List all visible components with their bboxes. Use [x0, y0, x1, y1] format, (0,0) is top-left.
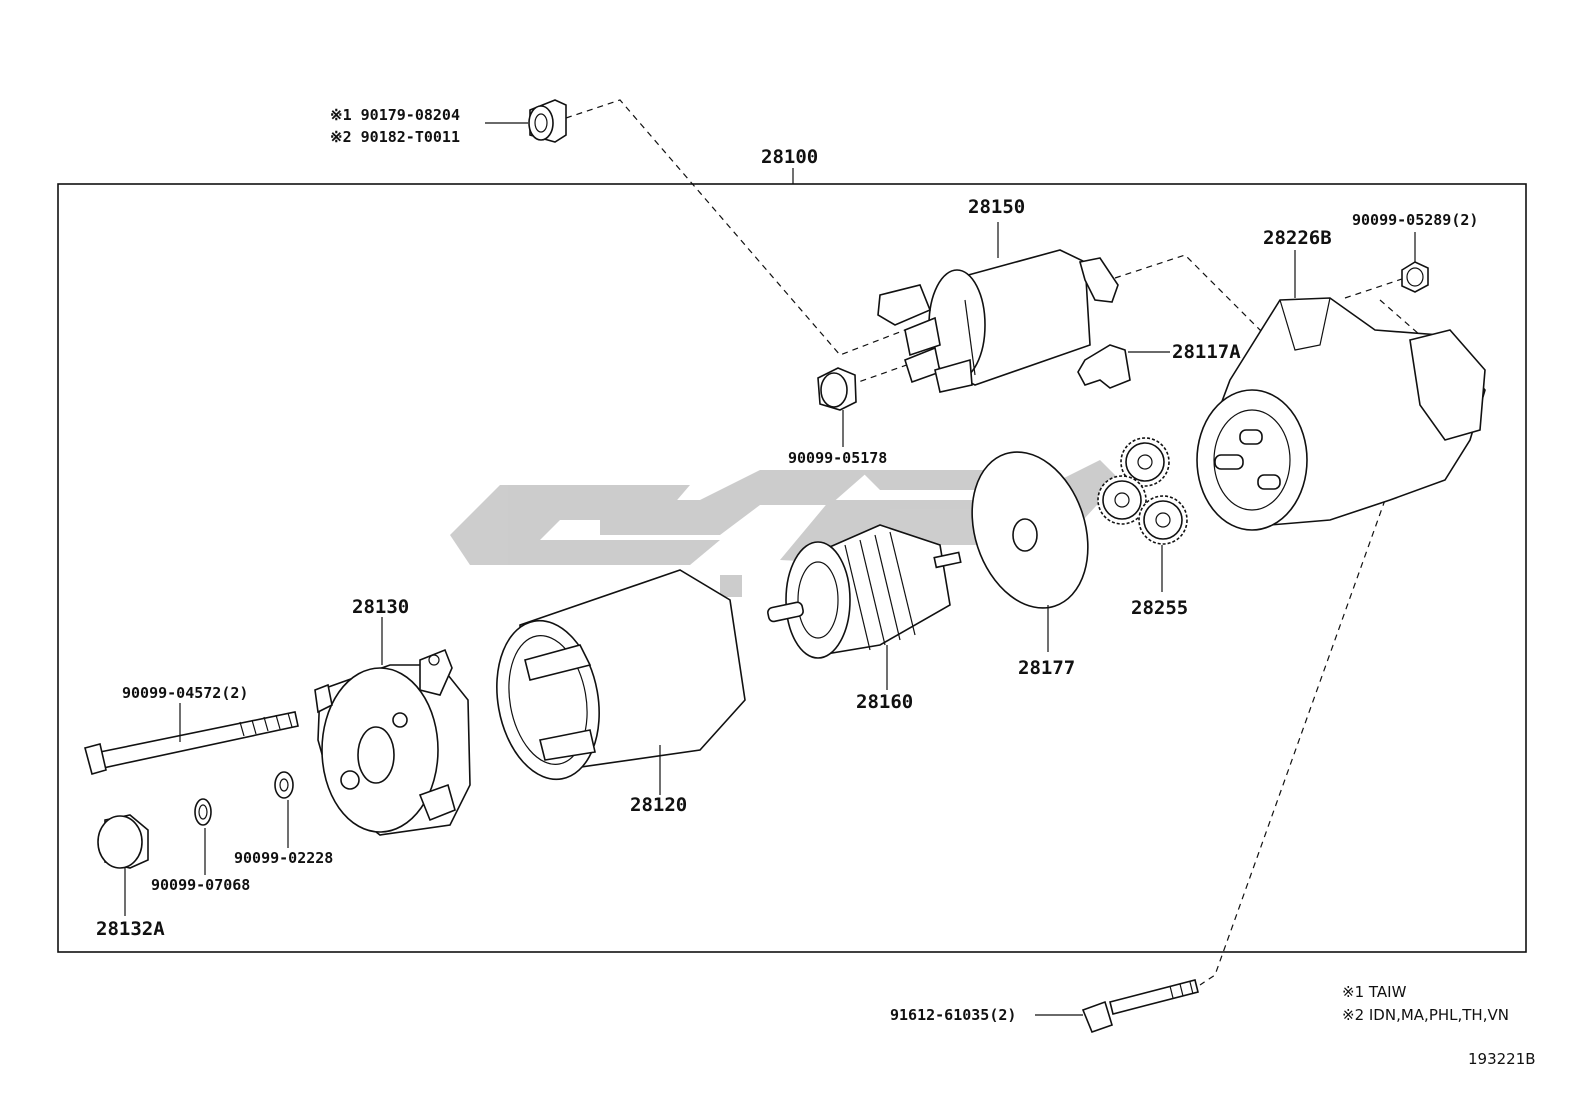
label-91612-61035[interactable]: 91612-61035(2) — [890, 1006, 1017, 1024]
label-28255[interactable]: 28255 — [1131, 597, 1189, 619]
label-28160[interactable]: 28160 — [856, 691, 914, 713]
e-ring-90099-07068[interactable] — [194, 798, 212, 826]
label-28120[interactable]: 28120 — [630, 794, 688, 816]
label-28150[interactable]: 28150 — [968, 196, 1026, 218]
label-cap-90182-t0011[interactable]: ※2 90182-T0011 — [330, 128, 460, 146]
label-90099-02228[interactable]: 90099-02228 — [234, 849, 334, 867]
cap-nut-90179[interactable] — [528, 99, 567, 143]
end-frame-28130[interactable] — [314, 648, 471, 836]
label-28226b[interactable]: 28226B — [1263, 227, 1332, 249]
washer-90099-02228[interactable] — [274, 771, 294, 799]
nut-90099-05289[interactable] — [1401, 261, 1429, 293]
note-region-1: ※1 TAIW — [1342, 983, 1407, 1001]
label-28117a[interactable]: 28117A — [1172, 341, 1241, 363]
nut-90099-05178[interactable] — [817, 367, 857, 411]
through-bolt-90099-04572[interactable] — [84, 711, 299, 775]
label-cap-90179-08204[interactable]: ※1 90179-08204 — [330, 106, 460, 124]
label-90099-05178[interactable]: 90099-05178 — [788, 449, 888, 467]
label-90099-05289[interactable]: 90099-05289(2) — [1352, 211, 1479, 229]
bolt-91612-61035[interactable] — [1081, 979, 1199, 1034]
label-28130[interactable]: 28130 — [352, 596, 410, 618]
drive-housing-28226b[interactable] — [1196, 297, 1486, 531]
end-cover-28132a[interactable] — [97, 814, 149, 869]
yoke-28120[interactable] — [485, 569, 746, 787]
plate-28177[interactable] — [953, 437, 1107, 623]
armature-28160[interactable] — [767, 524, 962, 659]
lever-28117a[interactable] — [1077, 344, 1131, 389]
assembly-frame — [57, 183, 1527, 953]
label-28132a[interactable]: 28132A — [96, 918, 165, 940]
label-28177[interactable]: 28177 — [1018, 657, 1076, 679]
diagram-id: 193221B — [1468, 1050, 1536, 1068]
solenoid-switch-28150[interactable] — [877, 249, 1119, 393]
planetary-gears-28255[interactable] — [1097, 437, 1188, 545]
label-90099-07068[interactable]: 90099-07068 — [151, 876, 251, 894]
label-assembly-28100[interactable]: 28100 — [761, 146, 819, 168]
note-region-2: ※2 IDN,MA,PHL,TH,VN — [1342, 1006, 1509, 1024]
label-90099-04572[interactable]: 90099-04572(2) — [122, 684, 249, 702]
